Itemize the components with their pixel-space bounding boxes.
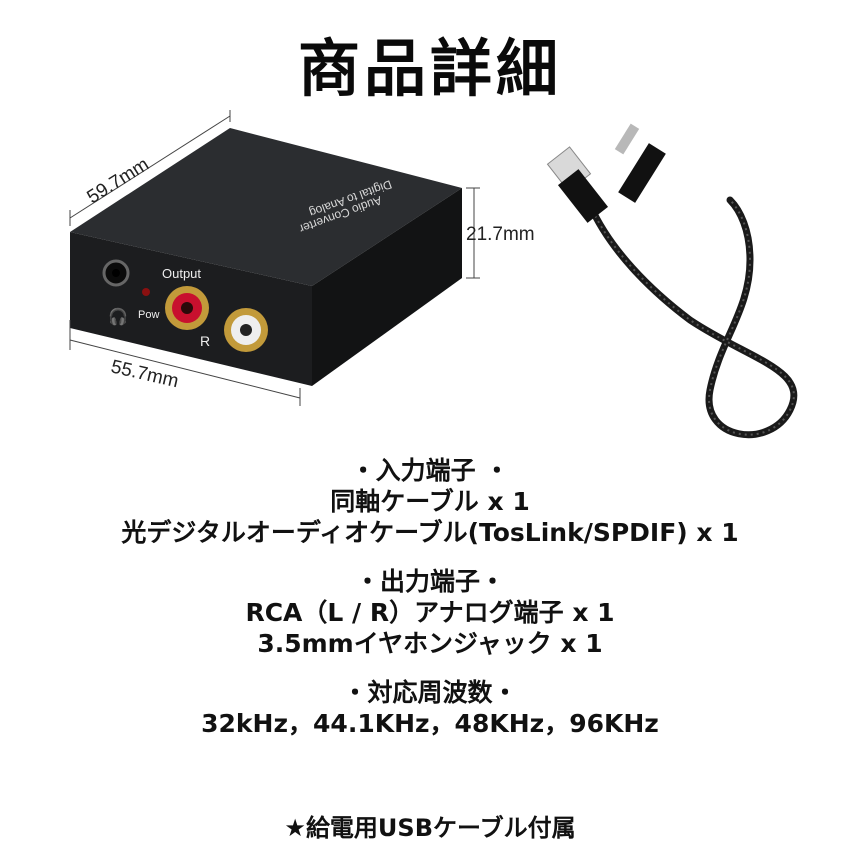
input-heading: ・入力端子 ・: [350, 456, 510, 485]
rca-left-hole: [181, 302, 193, 314]
power-label: Pow: [138, 309, 159, 321]
specifications: ・入力端子 ・ 同軸ケーブル x 1 光デジタルオーディオケーブル(TosLin…: [0, 455, 860, 757]
output-label: Output: [162, 266, 201, 281]
rca-right-hole: [240, 324, 252, 336]
input-line-optical: 光デジタルオーディオケーブル(TosLink/SPDIF) x 1: [121, 518, 739, 547]
output-section: ・出力端子・ RCA（L / R）アナログ端子 x 1 3.5mmイヤホンジャッ…: [0, 566, 860, 659]
output-heading: ・出力端子・: [354, 567, 505, 596]
converter-top: [70, 128, 462, 286]
dc-plug-body: [618, 143, 666, 203]
dimension-width: [69, 320, 301, 406]
input-section: ・入力端子 ・ 同軸ケーブル x 1 光デジタルオーディオケーブル(TosLin…: [0, 455, 860, 548]
frequency-values: 32kHz，44.1KHz，48KHz，96KHz: [201, 709, 659, 738]
product-illustration: Digital to Analog Audio Converter 🎧 Pow …: [69, 110, 798, 439]
usb-plug-body: [557, 169, 609, 223]
headphone-icon: 🎧: [108, 307, 128, 326]
dimension-height: [466, 187, 480, 279]
dc-plug-tip: [614, 123, 640, 155]
page-title: 商品詳細: [297, 32, 562, 105]
output-line-rca: RCA（L / R）アナログ端子 x 1: [245, 598, 615, 627]
accessory-note: ★給電用USBケーブル付属: [284, 814, 576, 842]
headphone-jack-hole: [112, 269, 120, 277]
frequency-section: ・対応周波数・ 32kHz，44.1KHz，48KHz，96KHz: [0, 677, 860, 739]
height-label: 21.7mm: [466, 224, 535, 245]
width-label: 55.7mm: [109, 356, 181, 392]
dimension-depth: [69, 110, 231, 226]
power-led: [142, 288, 150, 296]
output-line-headphone: 3.5mmイヤホンジャック x 1: [257, 629, 603, 658]
usb-cable: [546, 123, 798, 439]
input-line-coaxial: 同軸ケーブル x 1: [330, 487, 530, 516]
r-label: R: [200, 333, 210, 349]
converter-side: [312, 188, 462, 386]
frequency-heading: ・対応周波数・: [342, 678, 518, 707]
